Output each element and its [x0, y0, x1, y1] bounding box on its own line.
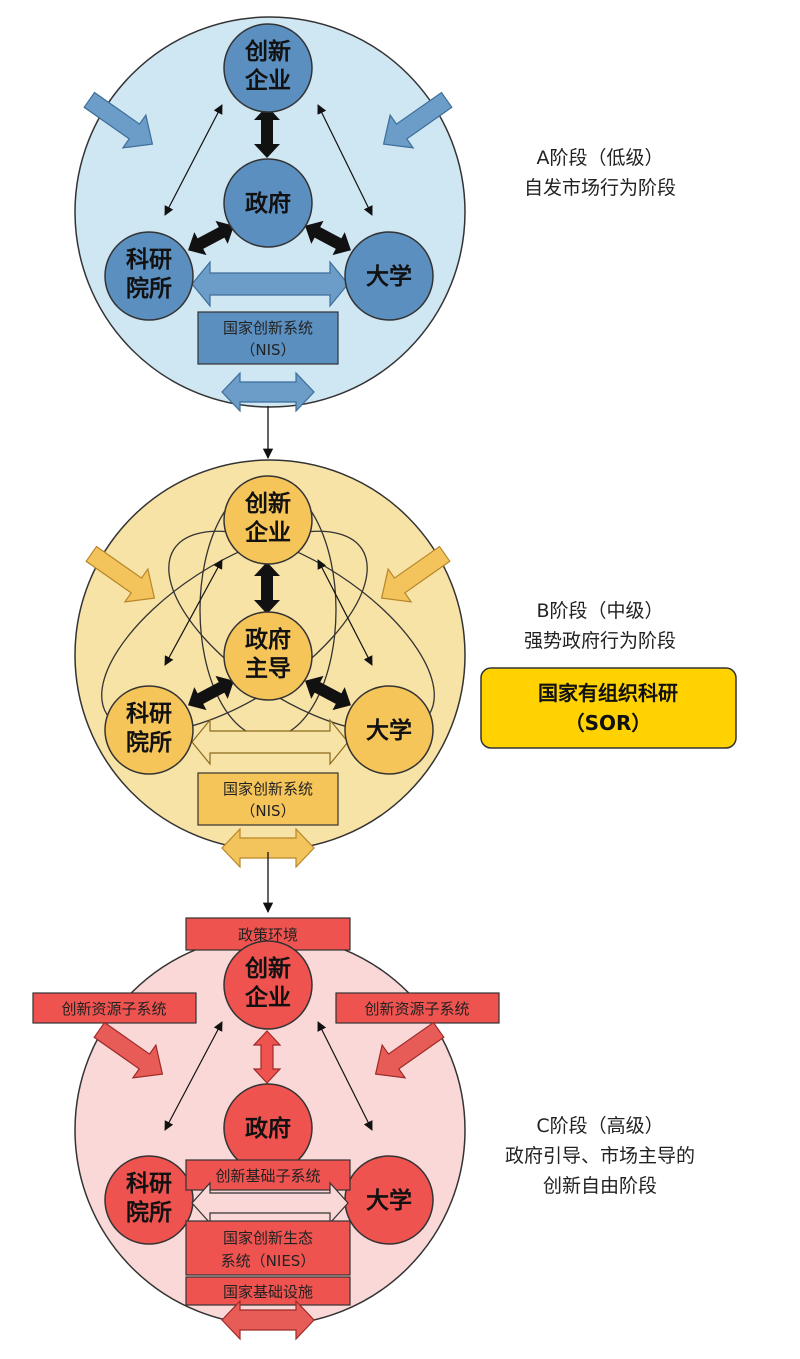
svg-text:政策环境: 政策环境 — [238, 926, 298, 944]
stage-a-node-research: 科研 院所 — [104, 231, 194, 321]
stage-c-resource-box-right: 创新资源子系统 — [335, 992, 500, 1024]
svg-text:（NIS）: （NIS） — [240, 802, 295, 820]
stage-b-horizontal-arrow — [191, 718, 349, 766]
svg-text:院所: 院所 — [126, 275, 172, 302]
stage-c: 政策环境 创新资源子系统 创新资源子系统 创新 企业 政府 — [32, 917, 695, 1341]
stage-b: 创新 企业 政府 主导 科研 院所 大学 国家创新系统 （NIS） B阶段（中级… — [74, 459, 737, 869]
svg-text:大学: 大学 — [366, 1187, 412, 1214]
stage-a-outer-arrow-right — [382, 91, 453, 149]
stage-b-sor-box: 国家有组织科研 （SOR） — [480, 667, 737, 749]
stage-a-horizontal-arrow — [191, 260, 349, 308]
stage-b-thick-arrow-left — [188, 675, 234, 711]
stage-c-outer-arrow-left — [93, 1021, 164, 1079]
stage-c-infrastructure-box: 国家基础设施 — [185, 1276, 351, 1306]
stage-b-outer-arrow-right — [380, 545, 451, 603]
svg-text:系统（NIES）: 系统（NIES） — [221, 1252, 316, 1270]
svg-text:（SOR）: （SOR） — [565, 711, 652, 735]
stage-c-label-line2: 政府引导、市场主导的 — [505, 1145, 695, 1167]
stage-c-outer-arrow-right — [374, 1021, 445, 1079]
svg-text:创新基础子系统: 创新基础子系统 — [215, 1167, 320, 1185]
stage-a-node-government: 政府 — [223, 158, 313, 248]
stage-c-node-research: 科研 院所 — [104, 1155, 194, 1245]
stage-a-thin-arrow-right — [317, 104, 373, 216]
svg-text:大学: 大学 — [366, 263, 412, 290]
svg-text:创新: 创新 — [244, 38, 291, 65]
svg-text:科研: 科研 — [126, 247, 172, 273]
svg-text:院所: 院所 — [126, 1199, 172, 1226]
stage-b-node-government: 政府 主导 — [223, 611, 313, 701]
stage-c-foundation-box: 创新基础子系统 — [185, 1159, 351, 1191]
stage-c-vertical-arrow — [252, 1030, 282, 1084]
stage-c-resource-box-left: 创新资源子系统 — [32, 992, 197, 1024]
svg-text:国家基础设施: 国家基础设施 — [223, 1283, 313, 1301]
stage-c-node-government: 政府 — [223, 1083, 313, 1173]
svg-text:企业: 企业 — [244, 984, 291, 1011]
stage-b-label-line2: 强势政府行为阶段 — [524, 630, 676, 652]
svg-text:创新: 创新 — [244, 955, 291, 982]
stage-a-label-line2: 自发市场行为阶段 — [524, 177, 676, 199]
stage-b-outer-arrow-left — [85, 545, 156, 603]
svg-text:企业: 企业 — [244, 67, 291, 94]
svg-text:国家创新生态: 国家创新生态 — [223, 1229, 313, 1247]
svg-text:国家创新系统: 国家创新系统 — [223, 780, 313, 798]
stage-c-nies-box: 国家创新生态 系统（NIES） — [185, 1220, 351, 1276]
stage-c-label-line1: C阶段（高级） — [536, 1115, 663, 1137]
stage-c-node-enterprise: 创新 企业 — [223, 940, 313, 1030]
svg-text:科研: 科研 — [126, 1171, 172, 1197]
svg-text:创新: 创新 — [244, 490, 291, 517]
stage-b-thick-arrow-right — [305, 675, 351, 711]
stage-a-node-enterprise: 创新 企业 — [223, 23, 313, 113]
stage-a-bottom-arrow — [221, 371, 315, 413]
svg-text:企业: 企业 — [244, 519, 291, 546]
stage-b-nis-box: 国家创新系统 （NIS） — [197, 772, 339, 826]
svg-text:国家有组织科研: 国家有组织科研 — [538, 681, 678, 705]
stage-a-thick-arrow-top — [254, 106, 280, 158]
stage-c-thin-arrow-left — [164, 1021, 223, 1131]
stage-b-thin-arrow-right — [317, 559, 373, 666]
stage-a-label-line1: A阶段（低级） — [537, 147, 664, 169]
stage-c-horizontal-arrow — [191, 1181, 349, 1225]
stage-c-label-line3: 创新自由阶段 — [543, 1175, 657, 1197]
stage-a-node-university: 大学 — [344, 231, 434, 321]
stage-c-thin-arrow-right — [317, 1021, 373, 1131]
stage-c-bottom-arrow — [221, 1299, 315, 1341]
svg-text:创新资源子系统: 创新资源子系统 — [61, 1000, 166, 1018]
svg-text:政府: 政府 — [245, 1115, 291, 1142]
stage-a: 创新 企业 政府 科研 院所 大学 国家创新系统 （NIS） A阶段（低级） 自… — [74, 16, 676, 413]
stage-c-node-university: 大学 — [344, 1155, 434, 1245]
svg-text:创新资源子系统: 创新资源子系统 — [364, 1000, 469, 1018]
stage-b-node-research: 科研 院所 — [104, 685, 194, 775]
stage-b-label-line1: B阶段（中级） — [536, 600, 663, 622]
svg-text:政府: 政府 — [245, 626, 291, 653]
stage-b-thick-arrow-top — [254, 562, 280, 614]
svg-text:科研: 科研 — [126, 701, 172, 727]
svg-text:政府: 政府 — [245, 190, 291, 217]
stage-a-outer-arrow-left — [83, 91, 154, 149]
stage-a-nis-box: 国家创新系统 （NIS） — [197, 311, 339, 365]
stage-a-thick-arrow-right — [305, 220, 351, 256]
svg-text:大学: 大学 — [366, 717, 412, 744]
stage-b-node-university: 大学 — [344, 685, 434, 775]
svg-text:院所: 院所 — [126, 729, 172, 756]
svg-text:主导: 主导 — [245, 656, 291, 682]
stage-b-node-enterprise: 创新 企业 — [223, 475, 313, 565]
svg-text:（NIS）: （NIS） — [240, 341, 295, 359]
stage-a-thin-arrow-left — [164, 104, 223, 216]
stage-a-thick-arrow-left — [188, 220, 234, 256]
svg-text:国家创新系统: 国家创新系统 — [223, 319, 313, 337]
stage-b-bottom-arrow — [221, 827, 315, 869]
stage-b-thin-arrow-left — [164, 559, 223, 666]
